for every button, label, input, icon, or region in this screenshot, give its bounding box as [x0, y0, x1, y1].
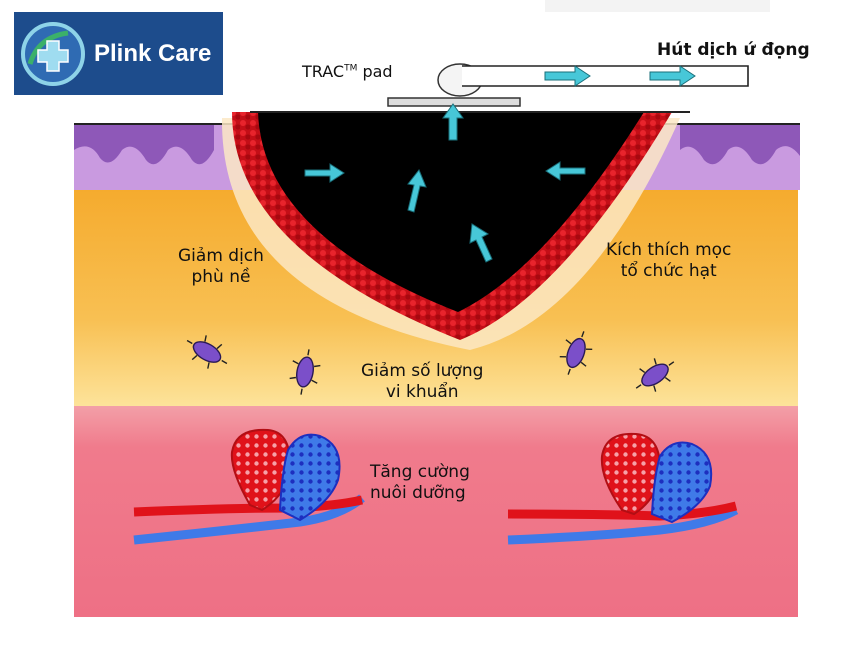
granulation-line-1: Kích thích mọc [606, 240, 732, 260]
top-bar-fragment [545, 0, 770, 12]
wound-arrow-up [442, 103, 464, 141]
granulation-line-2: tổ chức hạt [620, 261, 717, 282]
perfusion-line-1: Tăng cường [370, 462, 470, 482]
epidermis-ridges [74, 124, 800, 165]
wound-arrow-mid-2 [469, 223, 493, 263]
granulation-label: Kích thích mọc tổ chức hạt [606, 240, 731, 283]
perfusion-label: Tăng cường nuôi dưỡng [370, 462, 470, 505]
medical-cross-icon [21, 21, 85, 86]
bacteria-line-1: Giảm số lượng [361, 361, 484, 381]
bacteria-group [186, 331, 675, 395]
edema-label: Giảm dịch phù nề [178, 246, 264, 289]
vessel-cluster-left [133, 428, 365, 545]
wound-arrow-left [304, 163, 345, 183]
capillary-blue-left [278, 433, 341, 522]
edema-line-1: Giảm dịch [178, 246, 264, 266]
tube-arrow-2 [649, 65, 696, 87]
trac-pad-label: TRACTM pad [302, 62, 393, 82]
suction-arrows [304, 65, 696, 263]
bacteria-label: Giảm số lượng vi khuẩn [361, 361, 483, 404]
wound-arrow-mid-1 [407, 169, 427, 213]
wound-bed [258, 112, 644, 312]
trac-pad [387, 97, 521, 107]
vein-left [133, 494, 365, 545]
trac-pad-tm: TM [344, 63, 358, 74]
bacterium-3 [559, 331, 593, 375]
trac-pad-suffix: pad [362, 62, 393, 81]
vessel-cluster-right [507, 432, 739, 545]
brand-name: Plink Care [94, 39, 212, 67]
bacterium-1 [186, 335, 228, 369]
bacteria-line-2: vi khuẩn [385, 382, 459, 403]
wound-arrow-right [545, 161, 586, 181]
perfusion-line-2: nuôi dưỡng [370, 483, 466, 504]
trac-pad-name: TRAC [302, 62, 345, 81]
capillary-blue-right [650, 441, 713, 524]
suction-tube [462, 65, 749, 87]
suction-label: Hút dịch ứ đọng [657, 40, 810, 60]
vein-right [507, 505, 739, 545]
bacterium-4 [635, 358, 675, 392]
artery-right [507, 501, 738, 521]
brand-logo: Plink Care [14, 12, 223, 95]
bacterium-2 [289, 349, 321, 395]
tube-arrow-1 [544, 65, 591, 87]
edema-line-2: phù nề [191, 267, 251, 288]
